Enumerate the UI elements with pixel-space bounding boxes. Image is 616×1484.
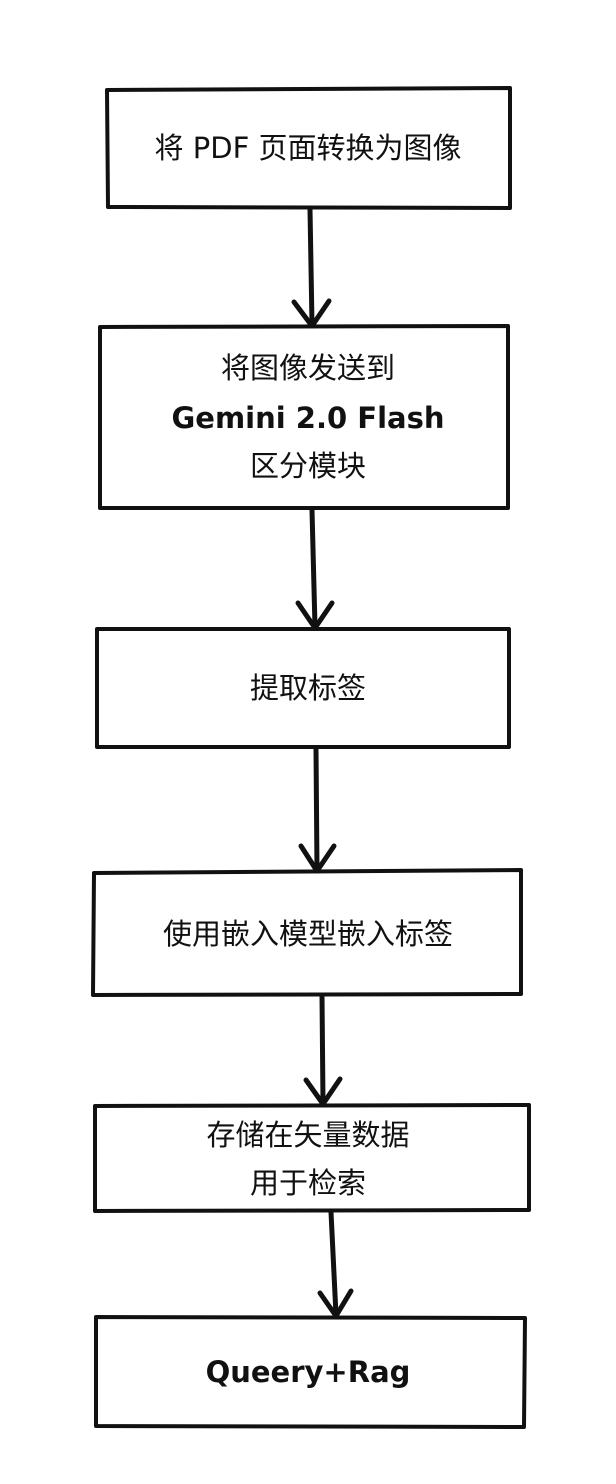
step-6-box (94, 1315, 527, 1429)
step-5-label-line-1: 存储在矢量数据 (206, 1118, 410, 1152)
step-2-label-line-3: 区分模块 (249, 449, 366, 483)
step-1-box (105, 86, 512, 210)
step-3-box (95, 627, 511, 749)
arrow-2 (295, 507, 335, 631)
step-2-label-line-2: Gemini 2.0 Flash (171, 401, 445, 435)
step-3-label: 提取标签 (249, 671, 366, 705)
step-2-label-line-1: 将图像发送到 (220, 351, 395, 385)
step-5-label-line-2: 用于检索 (249, 1166, 366, 1200)
arrow-3 (298, 746, 337, 874)
step-1-label: 将 PDF 页面转换为图像 (154, 131, 462, 165)
arrow-5 (317, 1209, 354, 1319)
step-4-box (91, 868, 523, 997)
step-2-box (98, 324, 510, 510)
step-5-box (93, 1103, 531, 1213)
arrow-1 (291, 206, 332, 329)
step-6-label: Queery+Rag (205, 1355, 411, 1389)
step-4-label: 使用嵌入模型嵌入标签 (162, 917, 453, 951)
arrow-4 (303, 993, 343, 1107)
